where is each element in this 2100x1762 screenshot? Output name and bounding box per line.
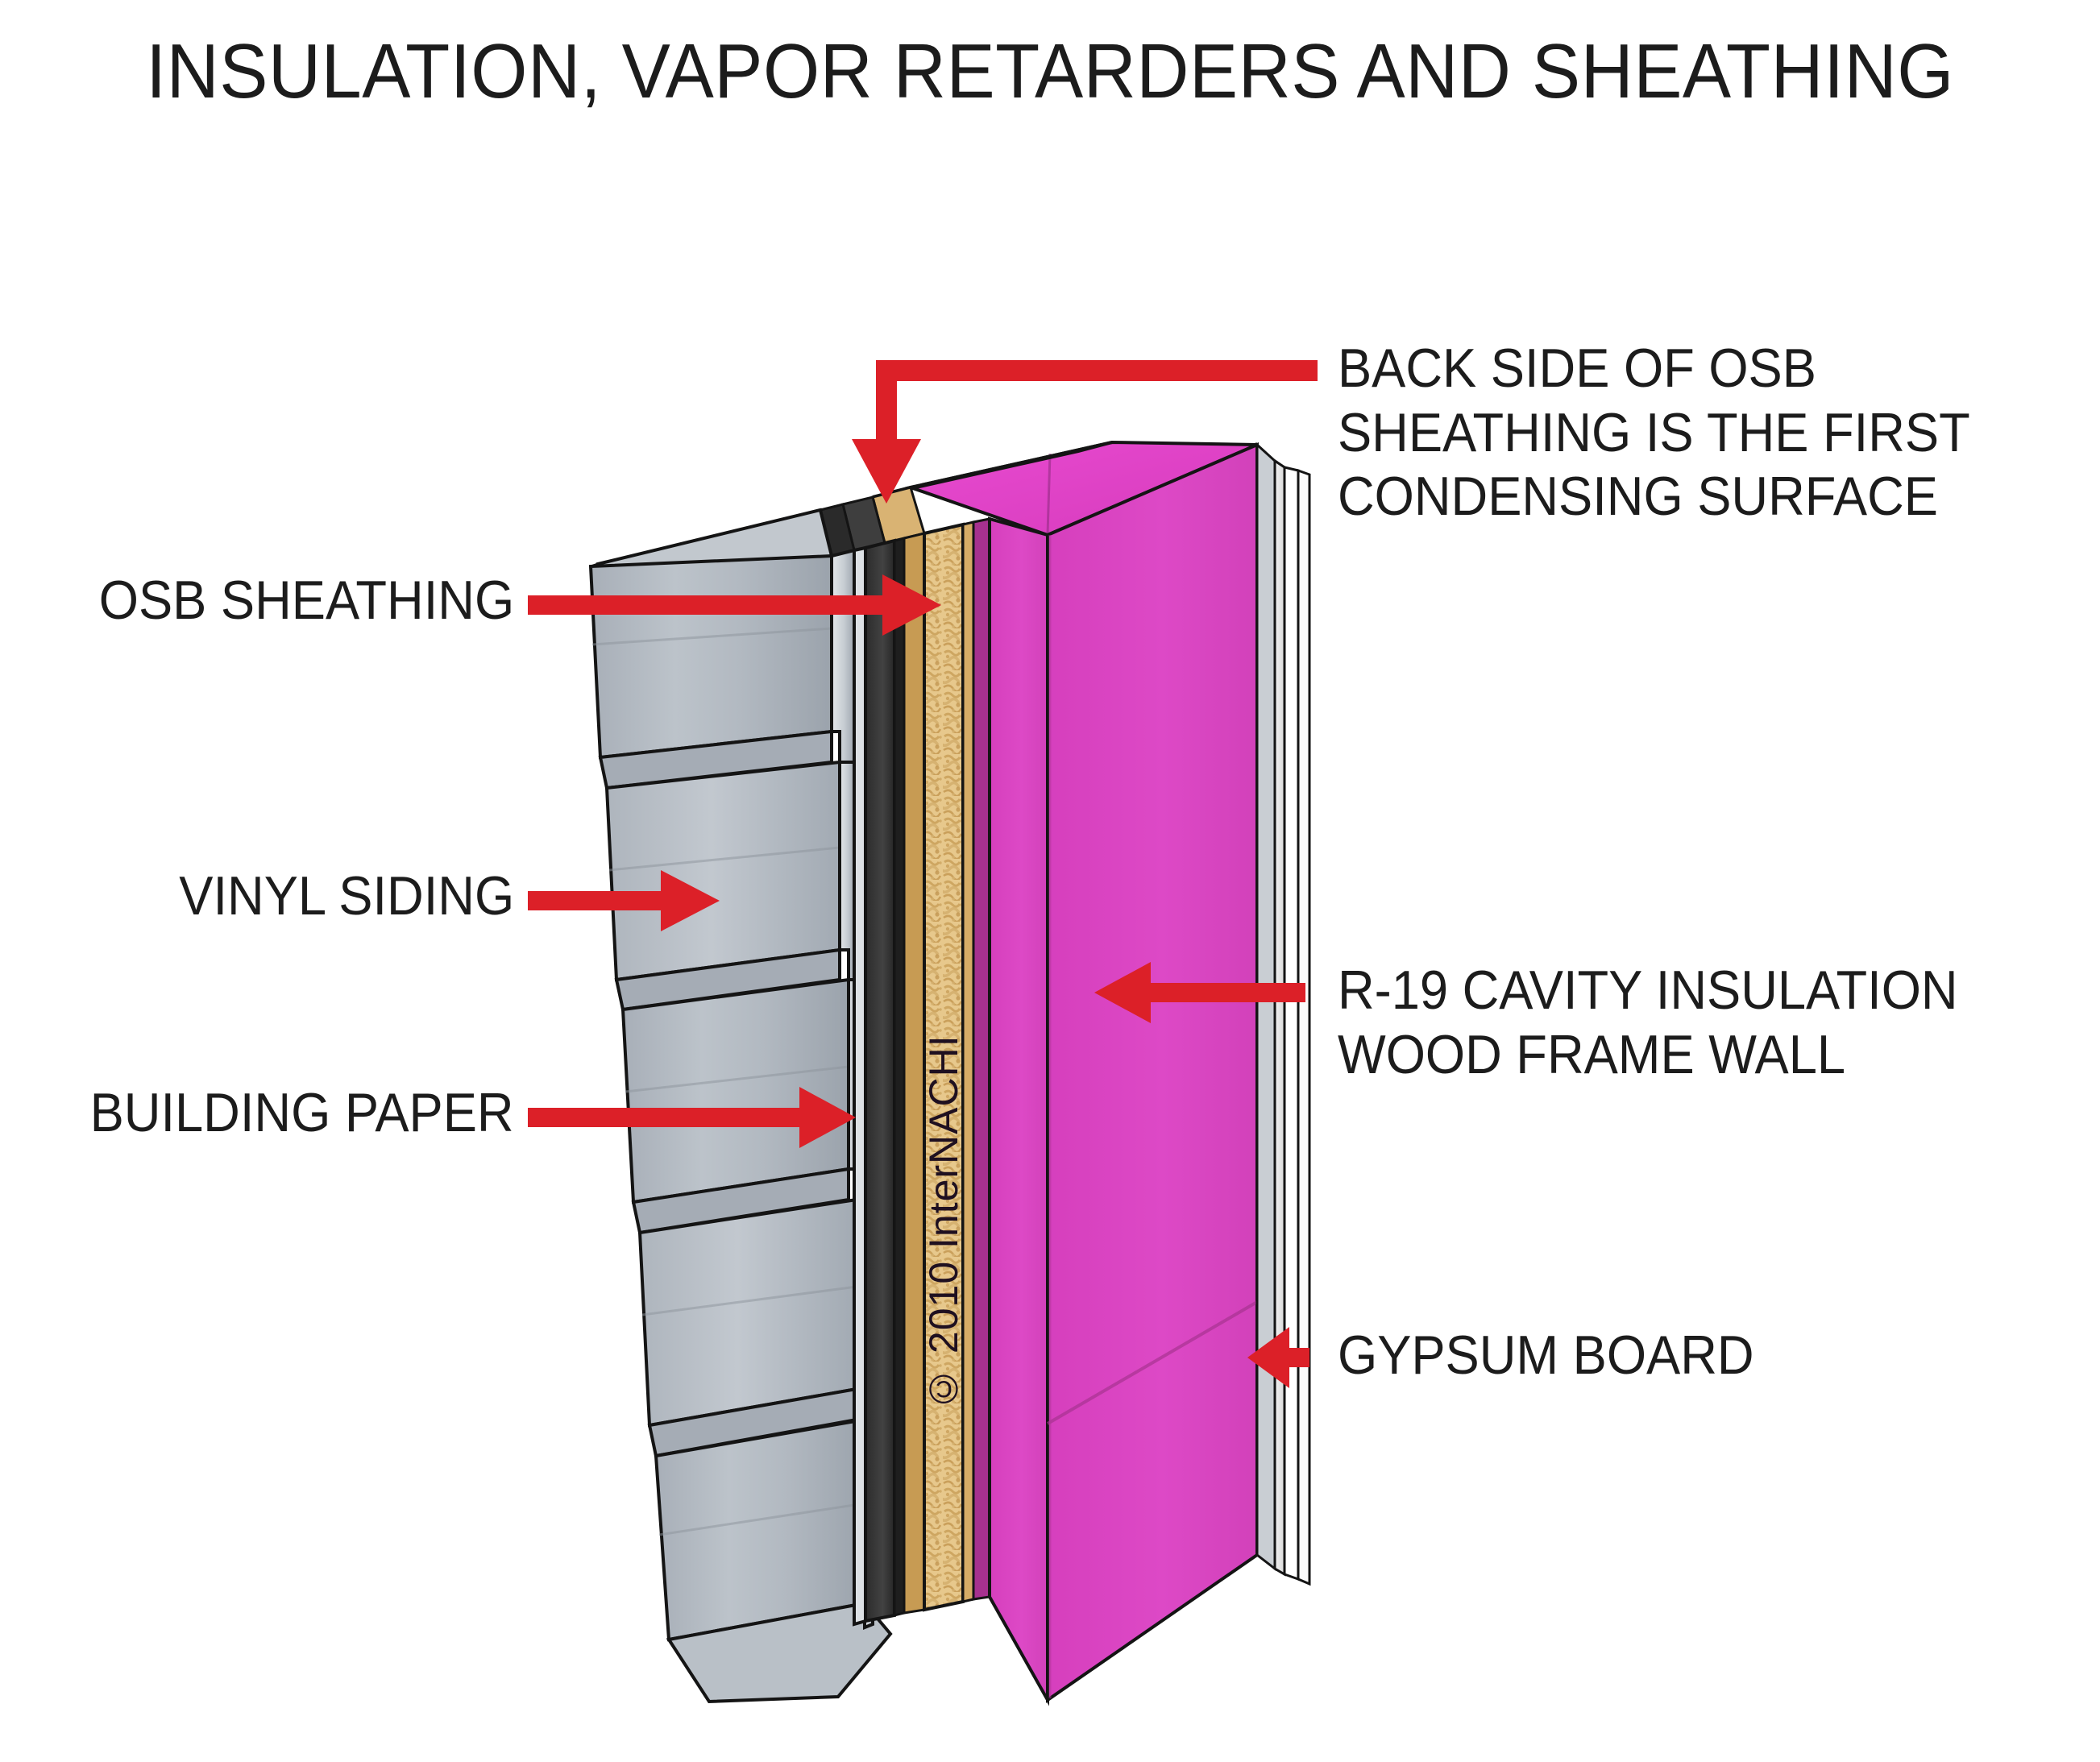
callout-arrow-r19-cavity-insulation xyxy=(1094,962,1305,1023)
building-paper-shadow xyxy=(893,537,906,1617)
callout-label-osb-sheathing: OSB SHEATHING xyxy=(98,570,514,631)
callout-arrow-vinyl-siding xyxy=(528,870,720,931)
callout-label-vinyl-siding: VINYL SIDING xyxy=(179,865,514,927)
callout-arrow-osb-sheathing xyxy=(528,574,941,636)
page-title: INSULATION, VAPOR RETARDERS AND SHEATHIN… xyxy=(146,28,1954,114)
building-paper-face xyxy=(864,538,896,1623)
callout-label-building-paper: BUILDING PAPER xyxy=(90,1082,514,1143)
vinyl-siding-course xyxy=(620,977,850,1204)
building-paper-top-face xyxy=(841,495,886,552)
vinyl-siding-interlock-edge xyxy=(830,545,874,1630)
vinyl-siding-course xyxy=(604,760,841,982)
insulation-front-panel xyxy=(1046,442,1259,1703)
gypsum-board-top-face xyxy=(1109,444,1288,504)
vinyl-siding-course xyxy=(654,1417,866,1642)
vinyl-siding-top-face xyxy=(596,508,834,612)
insulation-top-face xyxy=(904,440,1258,537)
callout-arrow-back-side-osb xyxy=(852,360,1318,504)
vinyl-siding-course xyxy=(588,553,833,760)
vinyl-siding-course xyxy=(637,1197,858,1428)
vinyl-siding-panels xyxy=(588,553,893,1704)
callout-arrow-building-paper xyxy=(528,1087,856,1148)
osb-sheathing-top-face xyxy=(872,441,1113,499)
callout-arrow-gypsum-board xyxy=(1247,1327,1309,1388)
copyright-watermark: © 2010 InterNACHI xyxy=(921,1034,966,1412)
gypsum-board-layer xyxy=(1255,442,1311,1586)
callout-label-gypsum-board: GYPSUM BOARD xyxy=(1338,1325,1754,1386)
callout-label-r19-cavity-insulation: R-19 CAVITY INSULATION WOOD FRAME WALL xyxy=(1338,960,1958,1085)
callout-label-back-side-osb: BACK SIDE OF OSB SHEATHING IS THE FIRST … xyxy=(1338,338,1970,528)
